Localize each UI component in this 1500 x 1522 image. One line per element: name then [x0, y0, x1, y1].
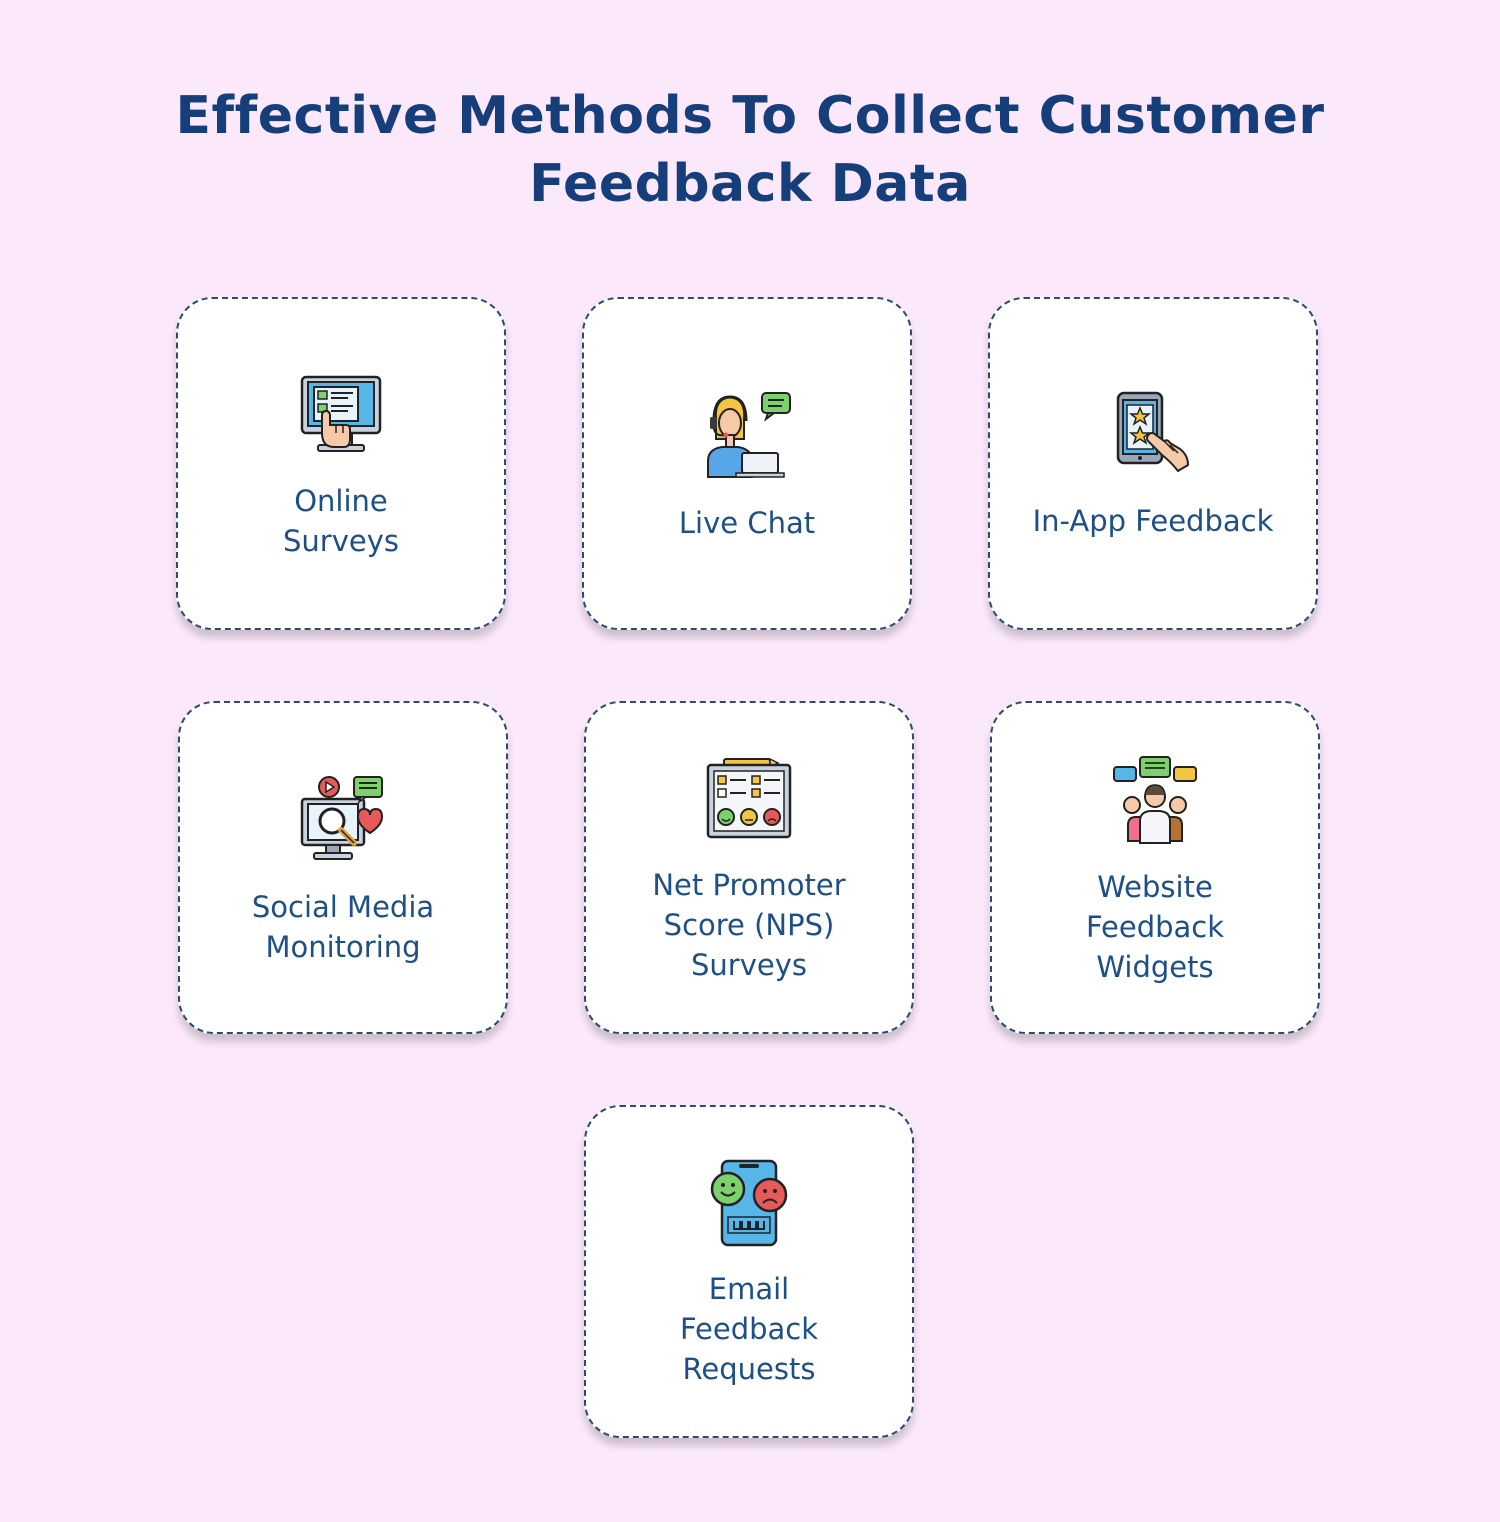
label-line: Surveys [283, 524, 399, 558]
card-label: Online Surveys [188, 481, 494, 561]
card-label: Email Feedback Requests [596, 1269, 902, 1389]
page-title-line-1: Effective Methods To Collect Customer [175, 86, 1325, 146]
email-feedback-icon [704, 1159, 794, 1249]
label-line: Website [1097, 870, 1213, 904]
label-line: Score (NPS) [663, 908, 835, 942]
card-label: In-App Feedback [1000, 501, 1306, 541]
social-monitoring-icon [298, 775, 388, 865]
card-social-media-monitoring: Social Media Monitoring [178, 701, 508, 1034]
label-line: Widgets [1096, 950, 1214, 984]
mobile-rating-icon [1108, 389, 1198, 479]
page-title: Effective Methods To Collect Customer Fe… [0, 82, 1500, 218]
card-label: Live Chat [594, 503, 900, 543]
label-line: Online [294, 484, 388, 518]
page-title-line-2: Feedback Data [529, 154, 971, 214]
label-line: Net Promoter [652, 868, 846, 902]
card-label: Social Media Monitoring [190, 887, 496, 967]
label-line: Live Chat [678, 506, 816, 540]
label-line: Feedback [679, 1312, 819, 1346]
label-line: Requests [682, 1352, 816, 1386]
label-line: Monitoring [265, 930, 421, 964]
card-nps-surveys: Net Promoter Score (NPS) Surveys [584, 701, 914, 1034]
card-live-chat: Live Chat [582, 297, 912, 630]
group-chat-icon [1110, 755, 1200, 845]
card-email-feedback-requests: Email Feedback Requests [584, 1105, 914, 1438]
card-website-feedback-widgets: Website Feedback Widgets [990, 701, 1320, 1034]
label-line: Surveys [691, 948, 807, 982]
support-agent-icon [702, 389, 792, 479]
card-in-app-feedback: In-App Feedback [988, 297, 1318, 630]
nps-checklist-icon [704, 755, 794, 845]
card-online-surveys: Online Surveys [176, 297, 506, 630]
label-line: Email [708, 1272, 790, 1306]
label-line: Feedback [1085, 910, 1225, 944]
card-label: Net Promoter Score (NPS) Surveys [596, 865, 902, 985]
card-label: Website Feedback Widgets [1002, 867, 1308, 987]
label-line: Social Media [251, 890, 435, 924]
online-survey-icon [296, 371, 386, 461]
label-line: In-App Feedback [1032, 504, 1274, 538]
